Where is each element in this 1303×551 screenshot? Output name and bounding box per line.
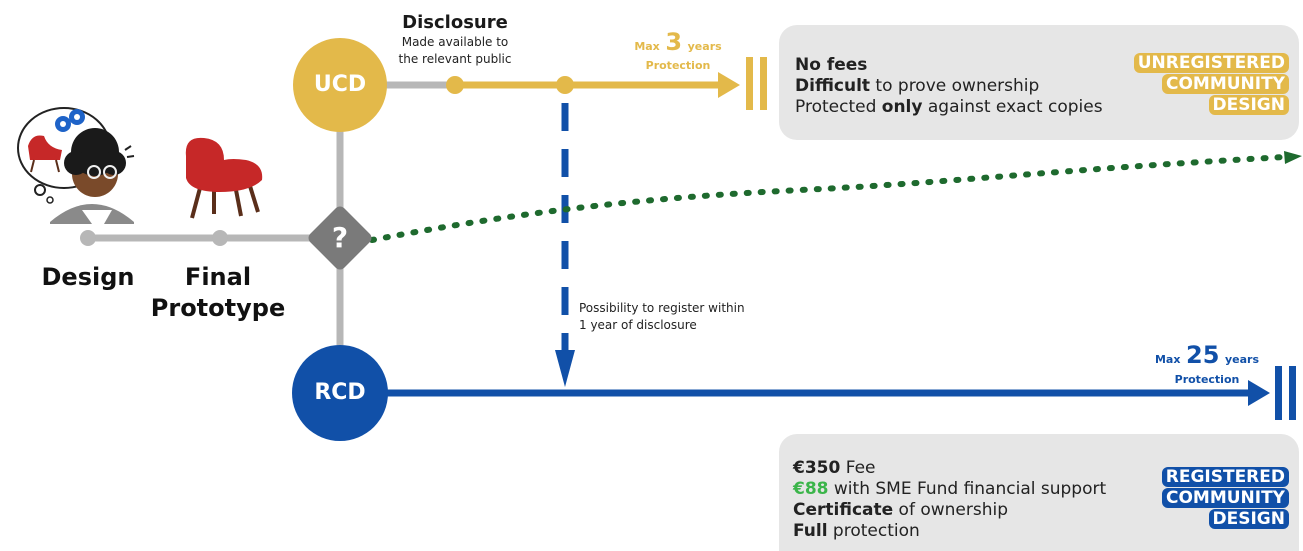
rcd-end-bar-1 [1275,366,1282,420]
prototype-label-line2: Prototype [150,294,286,322]
rcd-tag-line1: REGISTERED [1161,467,1289,487]
ucd-end-bar-1 [746,57,753,110]
rcd-info-text: €350 Fee €88 with SME Fund financial sup… [793,458,1106,542]
rcd-max-suffix: years [1225,353,1260,366]
small-chair-icon [28,135,62,173]
registration-point [556,76,574,94]
rcd-info-box: €350 Fee €88 with SME Fund financial sup… [779,434,1299,551]
ucd-info-box: No fees Difficult to prove ownership Pro… [779,25,1299,140]
disclosure-point [446,76,464,94]
rcd-info-line-1: €350 Fee [793,458,876,478]
rcd-info-line-4: Full protection [793,521,920,541]
rcd-max-prefix: Max [1154,353,1181,366]
prototype-label: Final Prototype [146,262,290,324]
gears-icon [55,109,85,132]
ucd-max-years: 3 [665,28,683,56]
ucd-max-suffix: years [687,40,722,53]
rcd-protection-label: Protection [1174,373,1240,386]
ucd-tag-line2: COMMUNITY [1161,74,1289,94]
person-thinking-icon [17,107,135,224]
ucd-info-line-3: Protected only against exact copies [795,97,1103,117]
disclosure-title: Disclosure [402,12,508,33]
disclosure-note-line2: the relevant public [398,52,512,66]
prototype-label-line1: Final [184,263,252,291]
rcd-node-label: RCD [314,380,366,405]
rcd-tag-line2: COMMUNITY [1161,488,1289,508]
rcd-info-line-2: €88 with SME Fund financial support [793,479,1107,499]
ucd-max-prefix: Max [634,40,660,53]
ucd-info-line-2: Difficult to prove ownership [795,76,1040,96]
rcd-info-line-3: Certificate of ownership [793,500,1009,520]
ucd-tag-line3: DESIGN [1208,95,1289,115]
ucd-arrowhead [718,72,740,98]
rcd-tag-line3: DESIGN [1208,509,1289,529]
rcd-max-protection: Max 25 years Protection [1152,342,1262,386]
rcd-end-bar-2 [1289,366,1296,420]
chair-icon [185,137,263,219]
rcd-max-years: 25 [1186,341,1220,369]
registration-arrowhead [555,350,575,387]
green-dotted-path [369,154,1288,243]
ucd-tag: UNREGISTERED COMMUNITY DESIGN [1133,53,1289,115]
register-note-line2: 1 year of disclosure [579,318,697,332]
ucd-end-bar-2 [760,57,767,110]
ucd-info-text: No fees Difficult to prove ownership Pro… [795,55,1103,118]
disclosure-block: Disclosure Made available to the relevan… [394,12,516,68]
decision-symbol: ? [331,221,349,254]
register-note: Possibility to register within 1 year of… [579,300,745,334]
ucd-node-label: UCD [313,72,367,97]
design-point [80,230,96,246]
rcd-arrowhead [1248,380,1270,406]
decision-diamond [308,206,372,270]
green-arrowhead [1284,151,1302,164]
ucd-protection-label: Protection [645,59,711,72]
design-label: Design [41,263,135,291]
disclosure-note-line1: Made available to [401,35,509,49]
rcd-circle [292,345,388,441]
prototype-point [212,230,228,246]
ucd-max-protection: Max 3 years Protection [628,30,728,72]
ucd-circle [293,38,387,132]
ucd-tag-line1: UNREGISTERED [1133,53,1289,73]
rcd-tag: REGISTERED COMMUNITY DESIGN [1161,467,1289,529]
register-note-line1: Possibility to register within [579,301,745,315]
ucd-info-line-1: No fees [795,55,868,75]
